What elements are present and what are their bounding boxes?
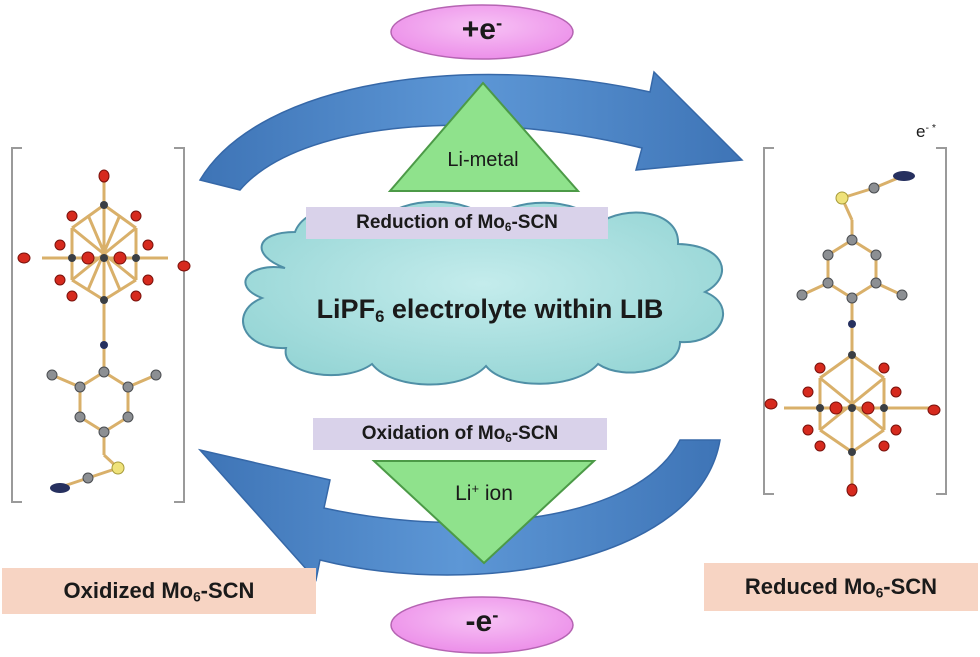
li-metal-triangle xyxy=(387,81,581,192)
electrolyte-label: LiPF6 electrolyte within LIB xyxy=(316,294,664,327)
oxidized-label-box: Oxidized Mo6-SCN xyxy=(2,568,316,614)
left-bracket xyxy=(11,147,185,503)
bottom-electron-ellipse xyxy=(390,596,574,654)
li-ion-triangle xyxy=(371,460,597,565)
top-arc-arrow xyxy=(198,70,744,191)
oxidation-label: Oxidation of Mo6-SCN xyxy=(361,423,559,445)
reduced-molecule-structure xyxy=(764,171,941,497)
reduced-label: Reduced Mo6-SCN xyxy=(744,573,938,601)
reduction-label-box: Reduction of Mo6-SCN xyxy=(306,207,608,239)
li-ion-label: Li+ ion xyxy=(455,481,513,506)
reduced-label-box: Reduced Mo6-SCN xyxy=(704,563,978,611)
bottom-arc-arrow xyxy=(197,439,721,582)
bottom-electron-label: -e- xyxy=(465,604,499,639)
top-electron-ellipse xyxy=(390,4,574,60)
charge-marker: e- * xyxy=(916,122,936,141)
oxidized-label: Oxidized Mo6-SCN xyxy=(63,577,255,605)
reduction-label: Reduction of Mo6-SCN xyxy=(356,212,558,234)
oxidation-label-box: Oxidation of Mo6-SCN xyxy=(313,418,607,450)
top-electron-label: +e- xyxy=(461,12,503,47)
li-metal-label: Li-metal xyxy=(447,149,519,171)
right-bracket xyxy=(763,147,947,495)
oxidized-molecule-structure xyxy=(17,169,191,493)
